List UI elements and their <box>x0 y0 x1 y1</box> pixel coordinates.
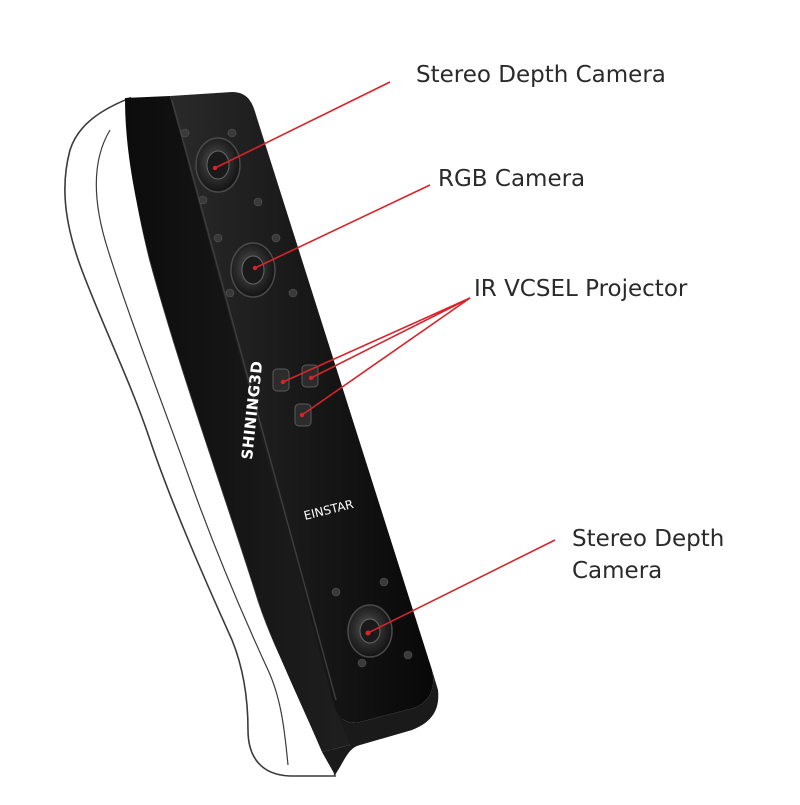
handle-inner-line <box>95 129 289 766</box>
device-bottom-cap <box>322 670 439 775</box>
label-stereo-depth-camera-bottom-line1: Stereo Depth <box>572 526 725 552</box>
device-side <box>125 96 350 752</box>
leader-stereo-top <box>214 81 391 169</box>
label-rgb-camera: RGB Camera <box>438 166 586 192</box>
leader-ir-1 <box>282 297 471 383</box>
stereo-depth-camera-top <box>195 137 241 193</box>
sensor-dots <box>180 128 413 668</box>
leader-endpoints <box>212 165 371 636</box>
label-ir-vcsel-projector: IR VCSEL Projector <box>474 276 688 302</box>
leader-ir-2 <box>310 297 471 379</box>
leader-lines <box>214 81 556 634</box>
leader-stereo-bottom <box>367 539 556 634</box>
leader-ir-3 <box>301 297 471 416</box>
label-stereo-depth-camera-bottom-line2: Camera <box>572 558 663 584</box>
leader-rgb <box>254 184 431 269</box>
label-stereo-depth-camera-top: Stereo Depth Camera <box>416 62 666 88</box>
rgb-camera <box>230 242 276 298</box>
stereo-depth-camera-bottom <box>347 604 393 658</box>
